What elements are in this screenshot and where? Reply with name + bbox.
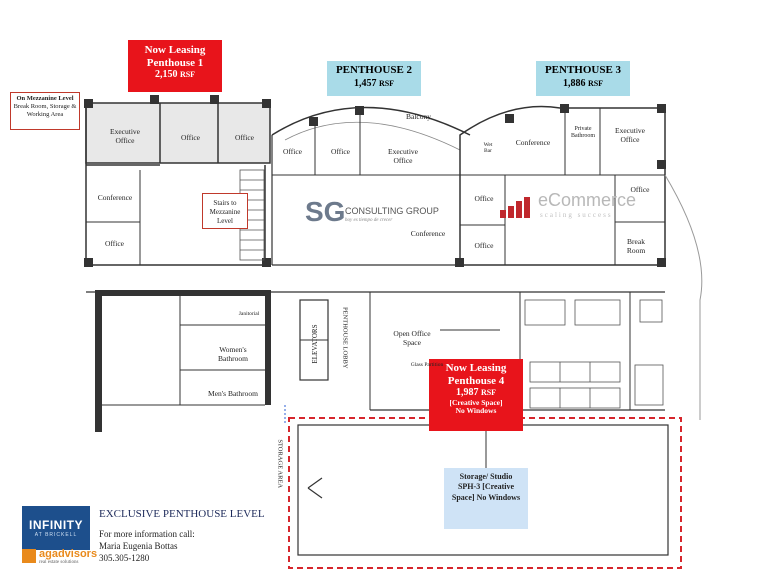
room-open-office: Open Office Space	[393, 329, 431, 347]
room-office-2a: Office	[282, 147, 303, 156]
room-conference-3: Conference	[515, 138, 551, 147]
footer-phone[interactable]: 305.305-1280	[99, 553, 150, 563]
ph1-unit: RSF	[179, 70, 196, 80]
footer-contact[interactable]: Maria Eugenia Bottas	[99, 541, 178, 551]
room-mens-bathroom: Men's Bathroom	[208, 389, 258, 398]
ph4-unit: RSF	[480, 388, 497, 398]
ph1-line1: Now Leasing	[144, 44, 206, 56]
ph2-title: PENTHOUSE 2	[335, 64, 413, 76]
mezzanine-note-text: Break Room, Storage & Working Area	[13, 103, 77, 119]
room-office-1b: Office	[234, 133, 255, 142]
room-glass-partition: Glass Partition	[410, 362, 444, 368]
agadvisors-name: agadvisors	[39, 548, 98, 560]
agadvisors-sub: real estate solutions	[39, 560, 79, 565]
workstations	[524, 299, 664, 409]
mezzanine-note-bold: On Mezzanine Level	[16, 95, 74, 102]
ecommerce-bars-icon	[500, 197, 530, 218]
ecommerce-logo: eCommerce scaling success	[498, 190, 658, 222]
room-exec-office-2: Executive Office	[388, 147, 418, 165]
ph3-title: PENTHOUSE 3	[544, 64, 622, 76]
core-wall	[95, 292, 102, 432]
footer-info: For more information call:	[99, 529, 195, 539]
ph2-callout[interactable]: PENTHOUSE 2 1,457 RSF	[327, 61, 421, 96]
ph2-unit: RSF	[378, 78, 395, 88]
mezzanine-note: On Mezzanine Level Break Room, Storage &…	[10, 92, 80, 130]
ph4-note2: No Windows	[455, 406, 497, 416]
ecommerce-name: eCommerce	[538, 190, 637, 210]
sg-tagline: hoy es tiempo de crecer	[345, 218, 393, 223]
sg-name: CONSULTING GROUP	[345, 206, 439, 216]
ph1-line2: Penthouse 1	[146, 56, 204, 69]
room-balcony: Balcony	[406, 112, 431, 121]
room-office-3b: Office	[474, 241, 494, 250]
ph2-facade	[271, 106, 471, 136]
room-storage-studio: Storage/ Studio SPH-3 [Creative Space] N…	[444, 468, 528, 529]
ph1-callout[interactable]: Now Leasing Penthouse 1 2,150 RSF	[128, 40, 222, 92]
infinity-brand: INFINITY	[29, 518, 83, 532]
sg-consulting-logo: SG CONSULTING GROUP hoy es tiempo de cre…	[305, 196, 439, 232]
ph4-line2: Penthouse 4	[447, 374, 505, 387]
room-conference-2: Conference	[410, 229, 446, 238]
ph3-callout[interactable]: PENTHOUSE 3 1,886 RSF	[536, 61, 630, 96]
agadvisors-mark-icon	[22, 549, 36, 563]
ph1-outline	[85, 103, 266, 266]
agadvisors-logo: agadvisors real estate solutions	[22, 548, 98, 568]
room-office-1c: Office	[104, 239, 125, 248]
ph3-unit: RSF	[587, 78, 604, 88]
room-office-2b: Office	[330, 147, 351, 156]
ph1-area: 2,150	[154, 69, 178, 81]
room-wet-bar: Wet Bar	[483, 142, 493, 155]
ph4-callout[interactable]: Now Leasing Penthouse 4 1,987 RSF [Creat…	[429, 359, 523, 431]
ph4-area: 1,987	[455, 387, 479, 399]
room-penthouse-lobby: PENTHOUSE LOBBY	[341, 306, 349, 369]
ph1-office-block	[85, 102, 271, 164]
sg-initials: SG	[305, 196, 346, 227]
ph2-area: 1,457	[353, 77, 377, 89]
ph3-outline	[459, 105, 666, 266]
room-conference-1: Conference	[97, 193, 133, 202]
room-break-room: Break Room	[626, 237, 646, 255]
room-janitorial: Janitorial	[238, 311, 260, 317]
room-office-3a: Office	[474, 194, 494, 203]
room-exec-office-3: Executive Office	[615, 126, 645, 144]
room-womens-bathroom: Women's Bathroom	[218, 345, 248, 363]
ph4-note1: [Creative Space]	[449, 397, 503, 407]
room-elevators: ELEVATORS	[310, 324, 319, 364]
infinity-logo: INFINITY AT BRICKELL	[22, 506, 90, 550]
ph3-area: 1,886	[562, 77, 586, 89]
ecommerce-tagline: scaling success	[540, 211, 613, 219]
footer-headline: EXCLUSIVE PENTHOUSE LEVEL	[99, 508, 265, 520]
room-office-3c: Office	[630, 185, 650, 194]
room-office-1a: Office	[180, 133, 201, 142]
infinity-brand-sub: AT BRICKELL	[34, 532, 78, 538]
stairs-note: Stairs to Mezzanine Level	[202, 193, 248, 229]
room-storage-area: STORAGE AREA	[276, 439, 284, 489]
ph4-line1: Now Leasing	[445, 362, 507, 374]
room-exec-office-1: Executive Office	[110, 127, 140, 145]
room-private-bathroom: Private Bathroom	[571, 126, 595, 139]
